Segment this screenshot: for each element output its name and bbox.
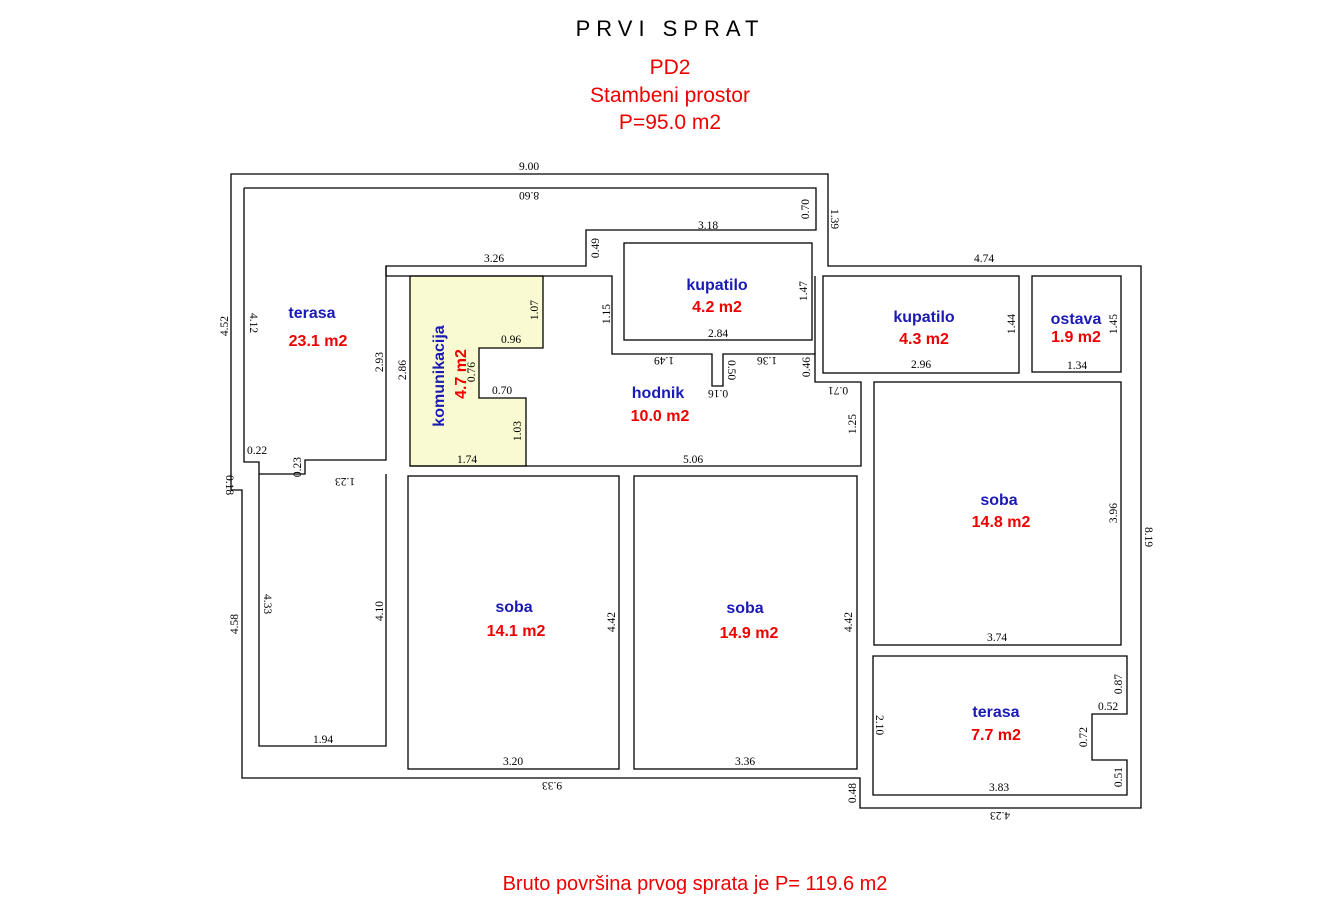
dim-t-210: 2.10 [873,715,885,735]
dim-933: 9.33 [542,779,562,791]
dim-433: 4.33 [261,594,273,614]
room-area-kupatilo-1: 4.2 m2 [692,299,742,316]
dim-s2-336: 3.36 [735,756,755,768]
room-area-terasa-east: 7.7 m2 [971,727,1021,744]
bathroom-2-wall [822,275,1020,374]
dim-174: 1.74 [457,454,477,466]
floor-title: PRVI SPRAT [575,16,765,41]
dim-k2-144: 1.44 [1006,314,1018,334]
dim-123: 1.23 [335,475,355,487]
dim-458: 4.58 [229,614,241,634]
dim-410: 4.10 [374,601,386,621]
dim-t-383: 3.83 [989,782,1009,794]
room-area-soba-mid: 14.9 m2 [720,625,779,642]
dim-s2-442: 4.42 [843,612,855,632]
unit-code: PD2 [649,56,691,79]
dim-s1-442: 4.42 [606,612,618,632]
east-terrace-wall [872,655,1128,796]
dim-o-145: 1.45 [1108,314,1120,334]
room-east-wall [873,381,1122,646]
dim-474: 4.74 [974,253,994,265]
room-name-ostava: ostava [1051,311,1102,328]
dim-096: 0.96 [501,334,521,346]
dim-s1-320: 3.20 [503,756,523,768]
dim-022: 0.22 [247,445,267,457]
dim-423: 4.23 [990,809,1010,821]
dim-023: 0.23 [292,457,304,477]
dim-048: 0.48 [847,783,859,803]
dim-071: 0.71 [828,384,848,396]
room-name-soba-left: soba [495,599,532,616]
dim-016: 0.16 [708,387,728,399]
room-name-komunikacija: komunikacija [431,325,448,426]
dim-070: 0.70 [800,199,812,219]
dim-149: 1.49 [654,354,674,366]
dim-326: 3.26 [484,253,504,265]
room-area-terasa-west: 23.1 m2 [289,333,348,350]
dim-left-452: 4.52 [219,316,231,336]
storage-wall [1031,275,1122,373]
room-left-wall [407,475,620,770]
room-name-soba-mid: soba [726,600,763,617]
room-area-kupatilo-2: 4.3 m2 [899,331,949,348]
outer-wall [230,173,1142,809]
dim-s-396: 3.96 [1108,503,1120,523]
dim-107: 1.07 [529,300,541,320]
dim-070b: 0.70 [492,385,512,397]
gross-area-note: Bruto površina prvog sprata je P= 119.6 … [502,873,888,895]
room-area-hodnik: 10.0 m2 [631,408,690,425]
dim-506: 5.06 [683,454,703,466]
dim-k2-296: 2.96 [911,359,931,371]
dim-k1-284: 2.84 [708,328,728,340]
dim-049: 0.49 [590,238,602,258]
room-name-soba-east: soba [980,492,1017,509]
west-terrace-edge [243,188,260,474]
dim-outer-top: 9.00 [519,161,539,173]
dim-t-087: 0.87 [1113,674,1125,694]
room-name-kupatilo-2: kupatilo [893,309,955,326]
dim-286: 2.86 [397,360,409,380]
room-mid-wall [633,475,858,770]
dim-left-412: 4.12 [247,313,259,333]
unit-use: Stambeni prostor [590,84,750,107]
dim-103: 1.03 [512,421,524,441]
room-name-hodnik: hodnik [632,385,685,402]
dim-819: 8.19 [1142,527,1154,547]
dim-046: 0.46 [801,357,813,377]
dim-o-134: 1.34 [1067,360,1087,372]
dim-125: 1.25 [847,414,859,434]
room-name-terasa-east: terasa [972,704,1019,721]
dim-s-374: 3.74 [987,632,1007,644]
room-area-ostava: 1.9 m2 [1051,329,1101,346]
room-name-terasa-west: terasa [288,305,335,322]
dim-t-052: 0.52 [1098,701,1118,713]
dim-t-051: 0.51 [1113,767,1125,787]
dim-t-072: 0.72 [1078,727,1090,747]
dim-k1-147: 1.47 [798,281,810,301]
room-area-komunikacija: 4.7 m2 [453,349,470,399]
west-terrace-wall [244,187,817,747]
room-area-soba-east: 14.8 m2 [972,514,1031,531]
room-name-kupatilo-1: kupatilo [686,277,748,294]
room-area-soba-left: 14.1 m2 [487,623,546,640]
dim-inner-top: 8.60 [519,189,539,201]
unit-area: P=95.0 m2 [618,111,722,134]
dim-018: 0.18 [223,475,235,495]
dim-050: 0.50 [725,360,737,380]
dim-194: 1.94 [313,734,333,746]
dim-318: 3.18 [698,220,718,232]
dim-136: 1.36 [757,354,777,366]
dim-139: 1.39 [828,209,840,229]
bathroom-1-wall [623,242,813,341]
dim-115: 1.15 [601,304,613,324]
dim-076: 0.76 [466,362,478,382]
dim-293: 2.93 [374,352,386,372]
hallway-wall [385,266,862,467]
